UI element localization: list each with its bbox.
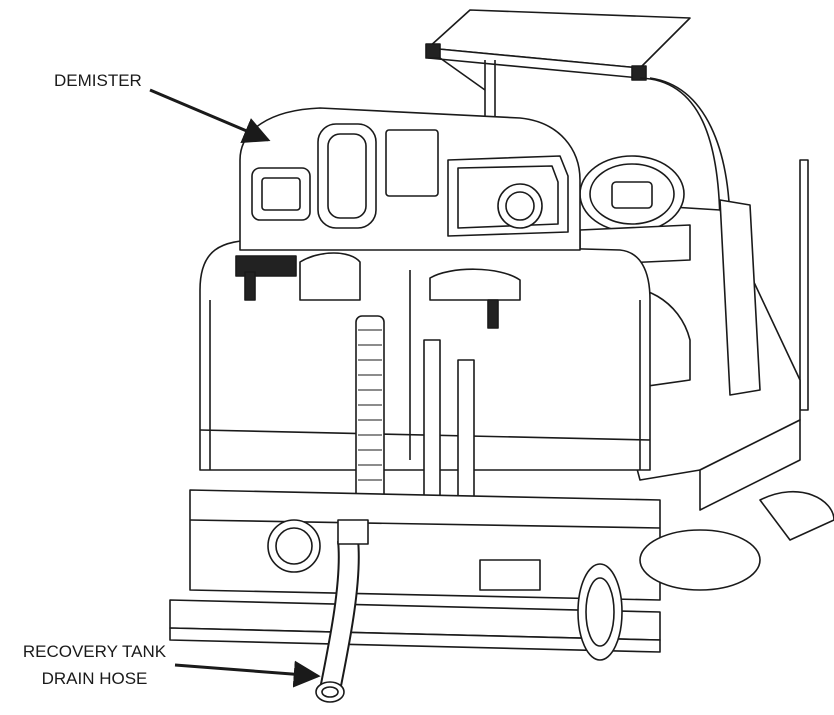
lower-frame [189,489,661,601]
demister-arrow [149,88,271,143]
drain-hose [315,519,369,703]
drain-hose-label: RECOVERY TANK DRAIN HOSE [2,638,187,692]
drain-hose-arrow [174,660,321,688]
front-bumper [169,599,661,653]
front-wheel [577,563,623,661]
drain-hose-label-line2: DRAIN HOSE [41,669,148,688]
demister-label: DEMISTER [54,71,142,90]
drain-hose-label-line1: RECOVERY TANK [22,642,167,661]
rear-pole [799,159,809,411]
side-brush-deck [639,490,834,591]
demister-panel [239,107,581,251]
